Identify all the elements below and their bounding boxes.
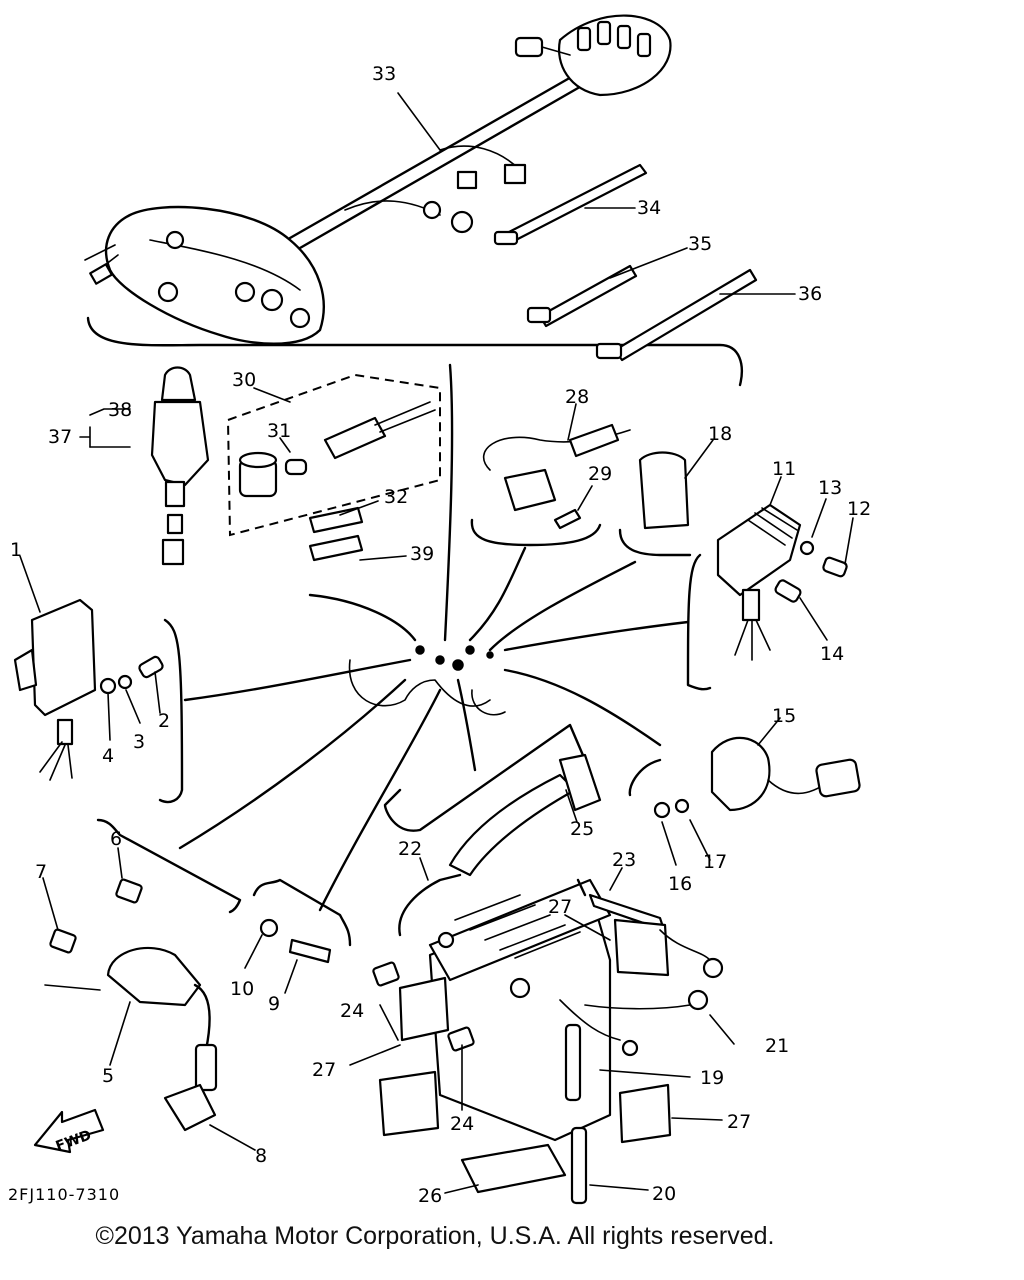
fwd-arrow: FWD — [33, 1108, 105, 1155]
callout-38: 38 — [108, 399, 132, 421]
callout-27a: 27 — [548, 896, 572, 918]
callout-35: 35 — [688, 233, 712, 255]
callout-7: 7 — [35, 861, 47, 883]
callout-39: 39 — [410, 543, 434, 565]
callout-8: 8 — [255, 1145, 267, 1167]
callout-26: 26 — [418, 1185, 442, 1207]
callout-24b: 24 — [450, 1113, 474, 1135]
ignition-coil-5 — [44, 818, 242, 1132]
drawing-code: 2FJ110-7310 — [8, 1185, 121, 1204]
callout-16: 16 — [668, 873, 692, 895]
rectifier-regulator-11 — [686, 503, 848, 691]
callout-11: 11 — [772, 458, 796, 480]
harness-junction-hub — [178, 363, 690, 912]
callout-37: 37 — [48, 426, 72, 448]
callout-19: 19 — [700, 1067, 724, 1089]
copyright-notice: ©2013 Yamaha Motor Corporation, U.S.A. A… — [95, 1222, 775, 1250]
callout-18: 18 — [708, 423, 732, 445]
callout-20: 20 — [652, 1183, 676, 1205]
callout-10: 10 — [230, 978, 254, 1000]
bolt-9-washer-10 — [252, 878, 352, 964]
callout-33: 33 — [372, 63, 396, 85]
callout-32: 32 — [384, 486, 408, 508]
callout-numbers: 1 2 3 4 5 6 7 8 9 10 11 12 13 14 15 16 1… — [10, 63, 871, 1207]
callout-13: 13 — [818, 477, 842, 499]
callout-1: 1 — [10, 539, 22, 561]
callout-31: 31 — [267, 420, 291, 442]
callout-leaders — [19, 92, 854, 1194]
callout-9: 9 — [268, 993, 280, 1015]
relay-18 — [618, 451, 692, 557]
callout-6: 6 — [110, 828, 122, 850]
cable-ties-34-35-36 — [493, 163, 758, 362]
callout-22: 22 — [398, 838, 422, 860]
main-switch-37 — [150, 366, 210, 566]
callout-12: 12 — [847, 498, 871, 520]
callout-25: 25 — [570, 818, 594, 840]
callout-29: 29 — [588, 463, 612, 485]
callout-4: 4 — [102, 745, 114, 767]
callout-30: 30 — [232, 369, 256, 391]
fuse-holder-28 — [470, 423, 631, 547]
callout-24: 24 — [340, 1000, 364, 1022]
callout-2: 2 — [158, 710, 170, 732]
wire-harness-33 — [84, 14, 743, 387]
callout-21: 21 — [765, 1035, 789, 1057]
callout-3: 3 — [133, 731, 145, 753]
callout-27c: 27 — [727, 1111, 751, 1133]
callout-23: 23 — [612, 849, 636, 871]
battery-assembly — [372, 723, 724, 1205]
fuse-kit-30 — [226, 373, 441, 562]
callout-17: 17 — [703, 851, 727, 873]
starter-relay-15 — [628, 736, 861, 819]
cdi-unit-1 — [13, 598, 184, 804]
callout-5: 5 — [102, 1065, 114, 1087]
callout-36: 36 — [798, 283, 822, 305]
callout-34: 34 — [637, 197, 661, 219]
callout-28: 28 — [565, 386, 589, 408]
callout-27b: 27 — [312, 1059, 336, 1081]
callout-15: 15 — [772, 705, 796, 727]
callout-14: 14 — [820, 643, 844, 665]
